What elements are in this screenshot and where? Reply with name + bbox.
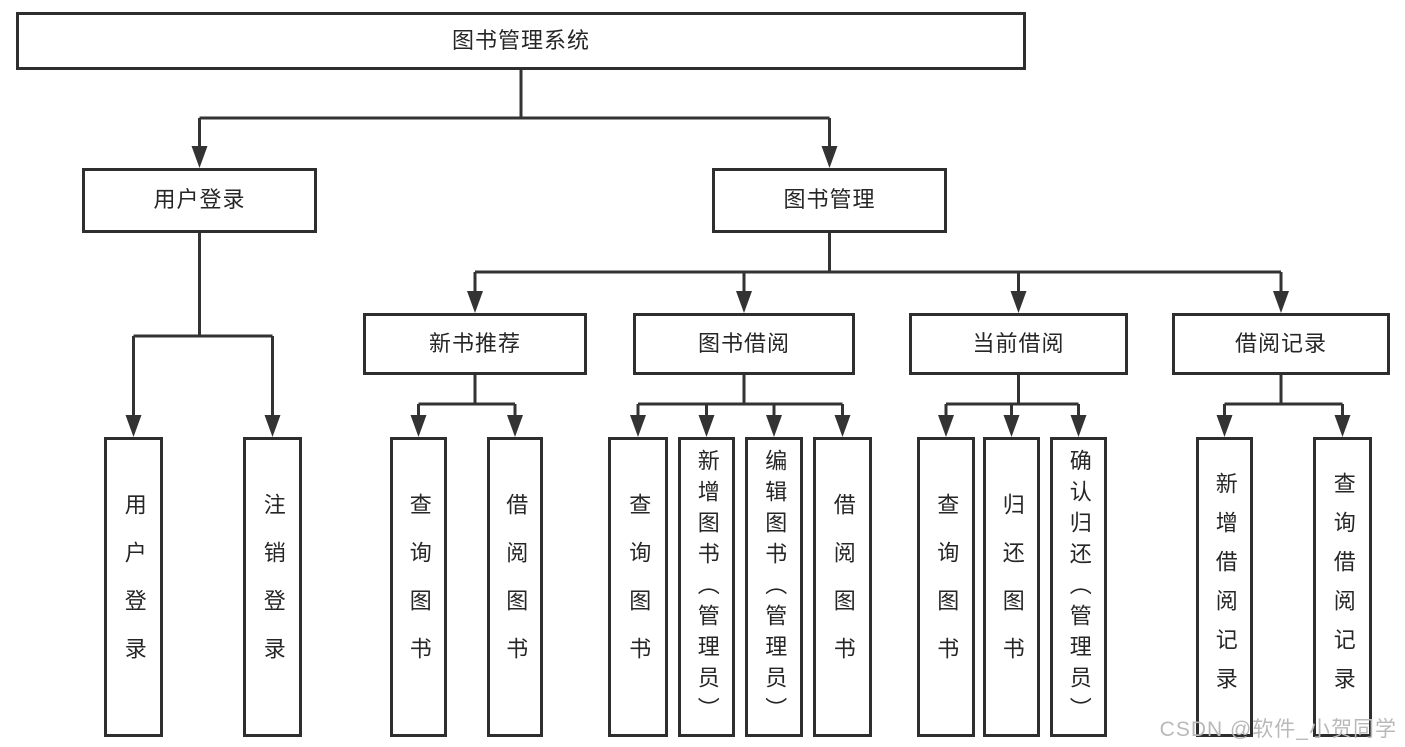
node-library-management-system: 图书管理系统 xyxy=(16,12,1026,70)
leaf-cb-confirm-return-admin: 确认归还（管理员） xyxy=(1050,437,1107,737)
leaf-rec-query-borrow-record: 查询借阅记录 xyxy=(1313,437,1372,737)
node-book-borrowing: 图书借阅 xyxy=(633,313,855,375)
node-new-book-recommendation: 新书推荐 xyxy=(363,313,587,375)
node-user-login: 用户登录 xyxy=(82,168,317,233)
node-book-management: 图书管理 xyxy=(712,168,947,233)
leaf-bb-query-books: 查询图书 xyxy=(608,437,668,737)
node-borrowing-records: 借阅记录 xyxy=(1172,313,1390,375)
leaf-bb-edit-books-admin: 编辑图书（管理员） xyxy=(745,437,803,737)
leaf-bb-borrow-books: 借阅图书 xyxy=(813,437,872,737)
leaf-logout-login: 注销登录 xyxy=(243,437,302,737)
leaf-cb-query-books: 查询图书 xyxy=(917,437,975,737)
leaf-nb-query-books: 查询图书 xyxy=(390,437,447,737)
leaf-nb-borrow-books: 借阅图书 xyxy=(487,437,543,737)
node-current-borrowing: 当前借阅 xyxy=(909,313,1128,375)
leaf-rec-add-borrow-record: 新增借阅记录 xyxy=(1196,437,1253,737)
leaf-cb-return-books: 归还图书 xyxy=(983,437,1040,737)
leaf-bb-add-books-admin: 新增图书（管理员） xyxy=(678,437,735,737)
leaf-user-login: 用户登录 xyxy=(104,437,163,737)
watermark: CSDN @软件_小贺同学 xyxy=(1159,718,1397,741)
